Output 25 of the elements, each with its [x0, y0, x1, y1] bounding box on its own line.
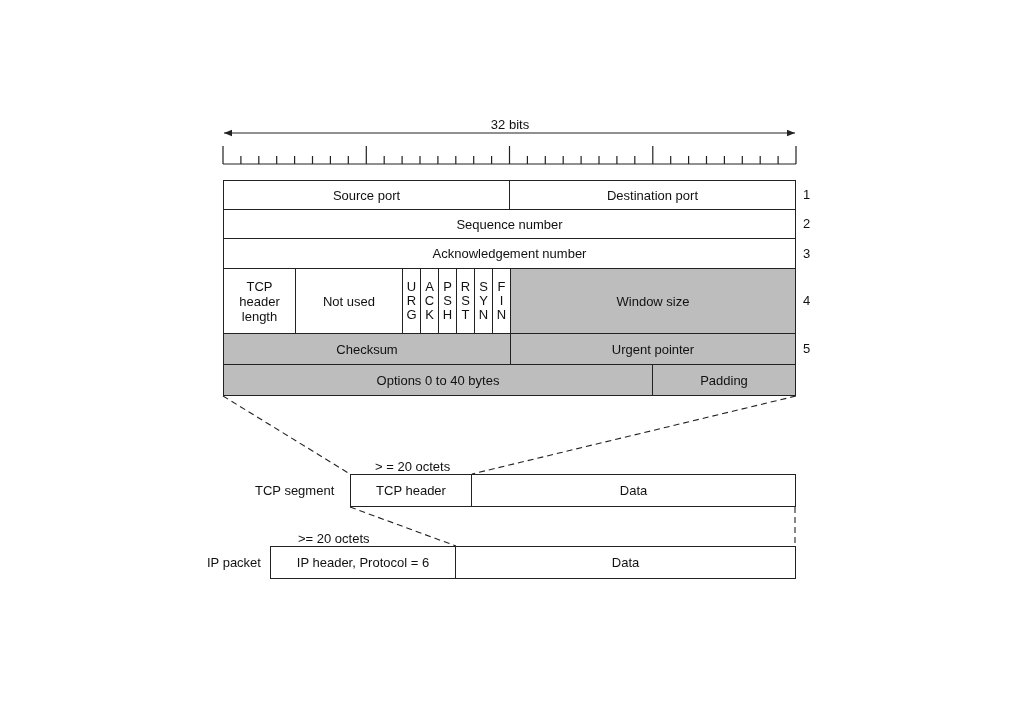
field-cell: Checksum — [223, 333, 511, 365]
row-number: 4 — [803, 293, 811, 308]
projection-line — [471, 395, 797, 475]
field-cell: Options 0 to 40 bytes — [223, 364, 653, 396]
field-cell: Data — [471, 474, 796, 507]
structure-label: IP packet — [207, 555, 261, 570]
field-cell: Source port — [223, 180, 510, 210]
size-note: >= 20 octets — [298, 531, 370, 546]
row-number: 3 — [803, 246, 811, 261]
field-cell: Destination port — [509, 180, 796, 210]
field-cell: Acknowledgement number — [223, 238, 796, 269]
row-number: 5 — [803, 341, 811, 356]
field-cell: Sequence number — [223, 209, 796, 239]
field-cell: Padding — [652, 364, 796, 396]
structure-label: TCP segment — [255, 483, 335, 498]
field-cell: Data — [455, 546, 796, 579]
field-cell: TCP header — [350, 474, 472, 507]
field-cell: Window size — [510, 268, 796, 334]
projection-line — [349, 506, 457, 547]
field-cell: IP header, Protocol = 6 — [270, 546, 456, 579]
row-number: 1 — [803, 187, 811, 202]
field-cell: Urgent pointer — [510, 333, 796, 365]
size-note: > = 20 octets — [375, 459, 451, 474]
row-number: 2 — [803, 216, 811, 231]
dimension-label: 32 bits — [490, 117, 530, 132]
